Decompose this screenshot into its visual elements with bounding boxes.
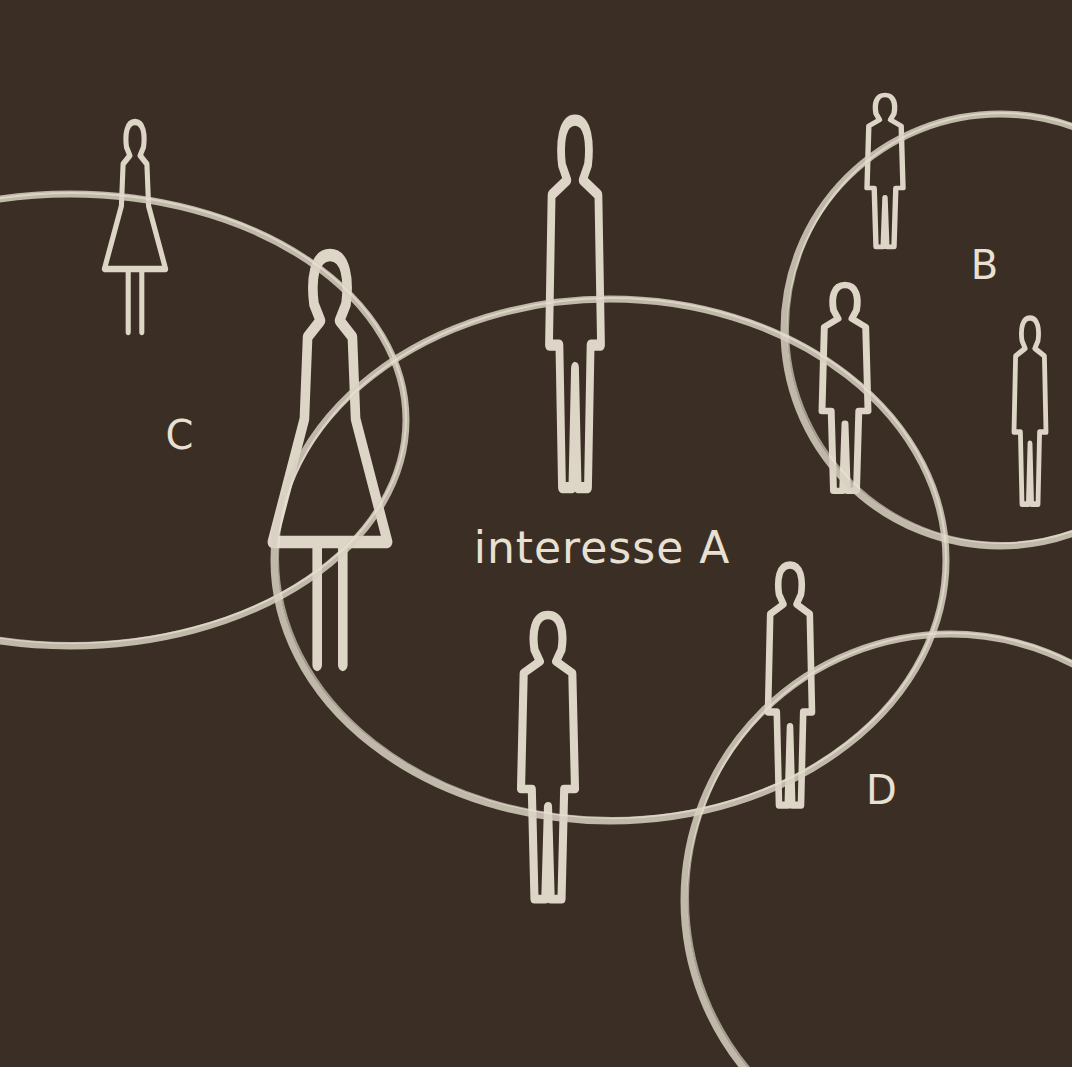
chalk-circle xyxy=(0,194,406,646)
circle-label: B xyxy=(971,243,999,287)
label-holder: C xyxy=(166,413,195,457)
label-holder: B xyxy=(971,243,999,287)
figure xyxy=(521,615,575,899)
chalk-circle xyxy=(684,634,1072,1067)
interest-circle: B xyxy=(780,110,1072,550)
chalk-circle xyxy=(274,299,946,821)
circle-label: C xyxy=(166,413,195,457)
interest-circle: C xyxy=(0,190,410,650)
figure xyxy=(1014,318,1046,504)
label-holder: D xyxy=(866,768,898,812)
chalk-circle xyxy=(278,298,946,818)
chalk-circle xyxy=(688,633,1072,1067)
figure xyxy=(867,95,903,247)
label-holder: interesse A xyxy=(474,524,731,572)
chalk-circle xyxy=(0,193,406,643)
interest-circle: D xyxy=(680,630,1072,1067)
circle-label: interesse A xyxy=(474,524,731,572)
figure xyxy=(104,122,165,332)
circle-outline xyxy=(0,190,410,650)
interest-circle: interesse A xyxy=(270,295,950,825)
circle-label: D xyxy=(866,768,898,812)
circle-outline xyxy=(680,630,1072,1067)
circle-outline xyxy=(780,110,1072,550)
